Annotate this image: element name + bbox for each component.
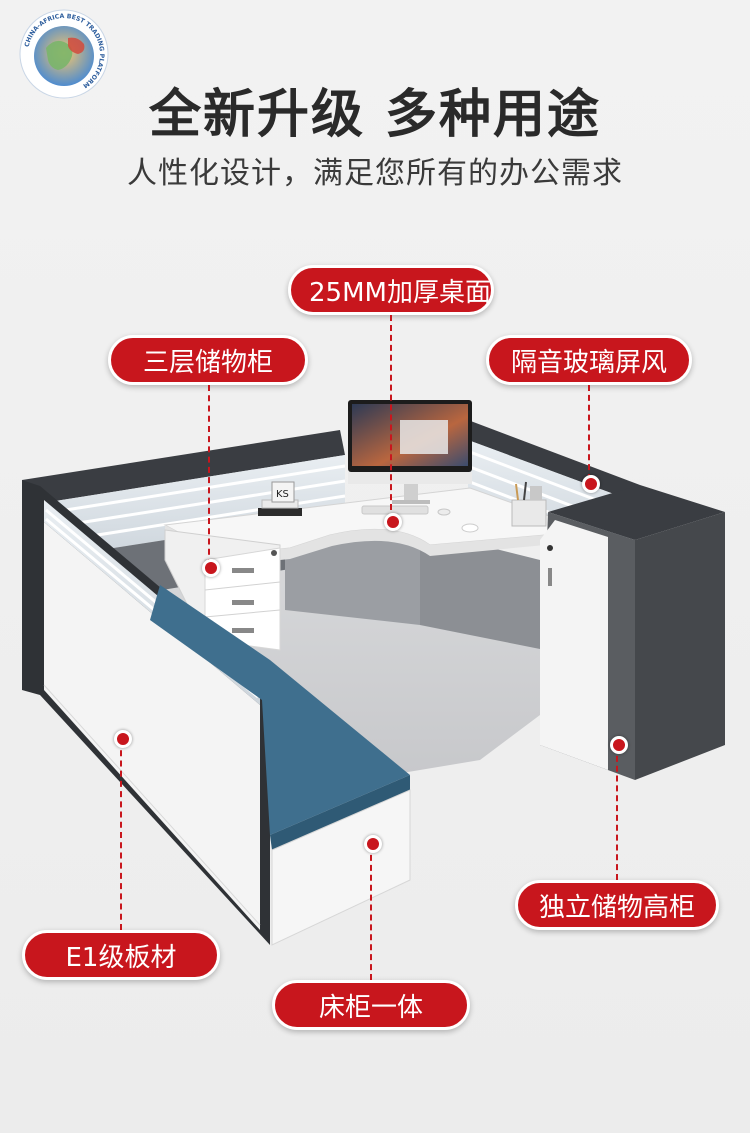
tall-cabinet xyxy=(540,485,725,780)
desk-modesty-panel xyxy=(285,530,420,625)
book-stack: KS xyxy=(258,481,302,516)
leader-bed-cabinet xyxy=(370,845,372,980)
leader-screen xyxy=(588,385,590,480)
feature-label-desktop: 25MM加厚桌面 xyxy=(288,265,494,315)
leader-desktop xyxy=(390,315,392,520)
page-title: 全新升级 多种用途 xyxy=(148,85,602,145)
coffee-cup xyxy=(461,523,479,533)
feature-label-tall-cabinet: 独立储物高柜 xyxy=(515,880,719,930)
bench-cabinet xyxy=(150,585,411,946)
marker-drawers xyxy=(202,559,220,577)
mouse xyxy=(437,508,451,516)
leader-tall-cabinet xyxy=(616,746,618,880)
desk-organizer xyxy=(511,481,547,527)
monitor xyxy=(348,400,472,504)
leader-board xyxy=(120,740,122,930)
marker-bed-cabinet xyxy=(364,835,382,853)
marker-desktop xyxy=(384,513,402,531)
marker-tall-cabinet xyxy=(610,736,628,754)
leader-drawers xyxy=(208,385,210,565)
platform-logo: CHINA-AFRICA BEST TRADING PLATFORM xyxy=(19,9,109,99)
page-subtitle: 人性化设计，满足您所有的办公需求 xyxy=(127,156,623,191)
feature-label-screen: 隔音玻璃屏风 xyxy=(486,335,692,385)
marker-board xyxy=(114,730,132,748)
feature-label-bed-cabinet: 床柜一体 xyxy=(272,980,470,1030)
feature-label-drawers: 三层储物柜 xyxy=(108,335,308,385)
marker-screen xyxy=(582,475,600,493)
book-label: KS xyxy=(276,489,289,500)
drawer-pedestal xyxy=(164,529,281,651)
feature-label-board: E1级板材 xyxy=(22,930,220,980)
